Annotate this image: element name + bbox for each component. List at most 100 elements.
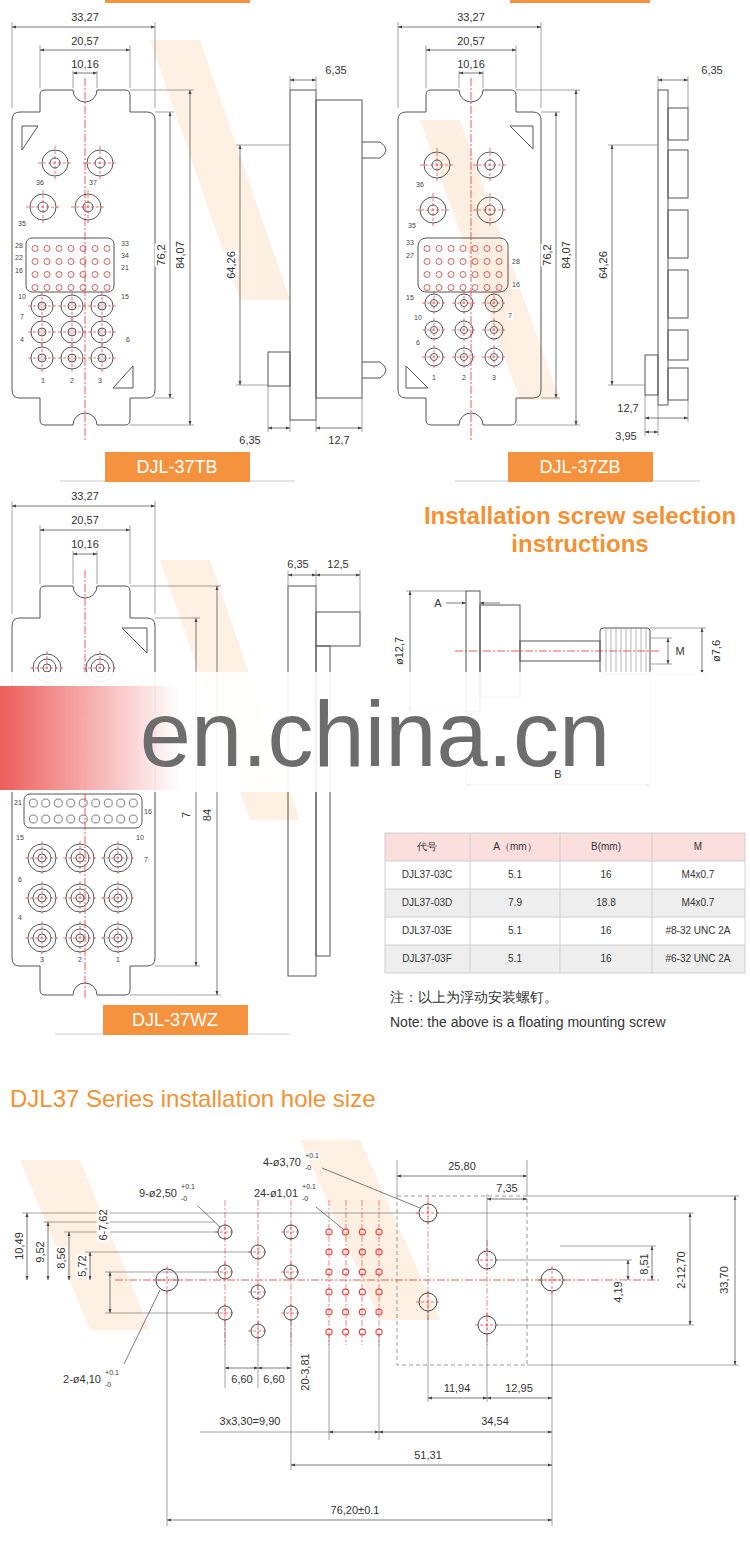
dimension-line — [612, 145, 613, 385]
dimension-line — [576, 90, 577, 425]
dimension-line — [426, 50, 516, 51]
tb-side-view — [268, 352, 290, 386]
pin-number: 2 — [461, 374, 467, 382]
zb-side-view — [668, 330, 688, 360]
hole-layout — [115, 1195, 660, 1365]
dimension-line — [379, 1432, 552, 1433]
tb-front-view — [29, 242, 113, 294]
pin-number: 35 — [407, 222, 417, 230]
dimension-label: 33,27 — [70, 490, 100, 503]
top-bar — [105, 0, 250, 3]
dimension-line — [628, 1260, 629, 1280]
tb-front-view — [12, 90, 155, 425]
hole-layout — [281, 1262, 301, 1282]
dimension-label: 12,5 — [326, 558, 349, 571]
pin-number: 6 — [125, 336, 131, 344]
dimension-line — [290, 80, 316, 81]
table-cell: #6-32 UNC 2A — [665, 953, 730, 965]
zb-front-view — [452, 318, 476, 342]
dimension-line — [40, 530, 130, 531]
dimension-label: 20,57 — [70, 514, 100, 527]
dimension-label: 33,27 — [456, 11, 486, 24]
pin-number: 1 — [431, 374, 437, 382]
pin-number: 6 — [17, 876, 23, 884]
dimension-line — [487, 1398, 552, 1399]
dimension-label: 6,60 — [230, 1373, 253, 1386]
dimension-line — [225, 1368, 258, 1369]
dimension-label: 20-3,81 — [299, 1352, 312, 1391]
dimension-label: 84,07 — [174, 240, 187, 270]
tb-side-view — [362, 362, 386, 378]
pin-number: 7 — [19, 313, 25, 321]
tolerance-label: +0.1 — [104, 1369, 120, 1377]
dimension-label: ø12,7 — [393, 636, 406, 666]
dimension-line — [12, 27, 362, 428]
model-banner: DJL-37ZB — [508, 452, 653, 482]
pin-number: 15 — [15, 834, 25, 842]
dimension-line — [316, 575, 360, 576]
pin-number: 33 — [120, 240, 130, 248]
table-cell: A（mm） — [493, 841, 536, 853]
model-name: DJL-37ZB — [520, 452, 641, 482]
model-banner: DJL-37TB — [105, 452, 250, 482]
tb-side-view — [268, 90, 386, 420]
top-bar — [105, 0, 650, 3]
dimension-line — [240, 145, 241, 385]
tb-front-view — [38, 146, 72, 180]
dimension-label: 4-ø3,70 — [262, 1156, 302, 1169]
dimension-label: 2-ø4,10 — [62, 1373, 102, 1386]
dimension-label: M — [674, 645, 685, 658]
dimension-line — [735, 1196, 736, 1365]
tb-front-view — [22, 126, 38, 150]
dimension-label: 51,31 — [413, 1449, 443, 1462]
wz-front-view — [101, 841, 135, 875]
dimension-label: 64,26 — [597, 250, 610, 280]
dimension-line — [167, 1520, 552, 1521]
pin-number: 2 — [69, 377, 75, 385]
extension-line — [12, 22, 362, 432]
model-name: DJL-37TB — [117, 452, 238, 482]
pin-number: 22 — [14, 254, 24, 262]
zb-front-view — [482, 345, 506, 369]
pin-number: 10 — [135, 834, 145, 842]
background-watermark — [420, 120, 560, 400]
dimension-label: 76,20±0.1 — [330, 1504, 381, 1517]
dimension-line — [258, 1368, 291, 1369]
pin-number: 36 — [415, 181, 425, 189]
dimension-label: ø7,6 — [710, 639, 723, 663]
pin-number: 3 — [39, 956, 45, 964]
pin-number: 7 — [143, 856, 149, 864]
tb-front-view — [12, 78, 155, 440]
table-cell: 18.8 — [596, 897, 615, 909]
section-heading: DJL37 Series installation hole size — [10, 1085, 376, 1113]
pin-number: 33 — [405, 239, 415, 247]
tolerance-label: -0 — [180, 1195, 188, 1203]
wz-front-view — [25, 841, 59, 875]
pin-number: 4 — [19, 336, 25, 344]
zb-front-view — [473, 193, 507, 227]
pin-number: 4 — [17, 914, 23, 922]
pin-number: 34 — [120, 252, 130, 260]
pin-number: 3 — [491, 374, 497, 382]
table-cell: 5.1 — [508, 953, 522, 965]
dimension-line — [702, 628, 703, 674]
dimension-line — [48, 1222, 49, 1280]
pin-number: 16 — [143, 808, 153, 816]
zb-front-view — [416, 193, 450, 227]
model-name: DJL-37WZ — [115, 1005, 236, 1035]
wz-front-view — [63, 921, 97, 955]
wz-front-view — [27, 795, 140, 827]
dimension-label: 20,57 — [456, 35, 486, 48]
background-watermark — [150, 40, 290, 300]
tb-front-view — [88, 318, 116, 346]
zb-front-view — [422, 345, 446, 369]
dimension-label: 6,35 — [324, 64, 347, 77]
zb-front-view — [398, 78, 541, 440]
dimension-line — [268, 428, 290, 429]
pin-number: 15 — [120, 293, 130, 301]
tolerance-label: -0 — [301, 1195, 309, 1203]
dimension-line — [652, 1246, 653, 1280]
tb-side-view — [316, 100, 362, 398]
wz-front-view — [63, 841, 97, 875]
hole-layout — [475, 1248, 499, 1272]
